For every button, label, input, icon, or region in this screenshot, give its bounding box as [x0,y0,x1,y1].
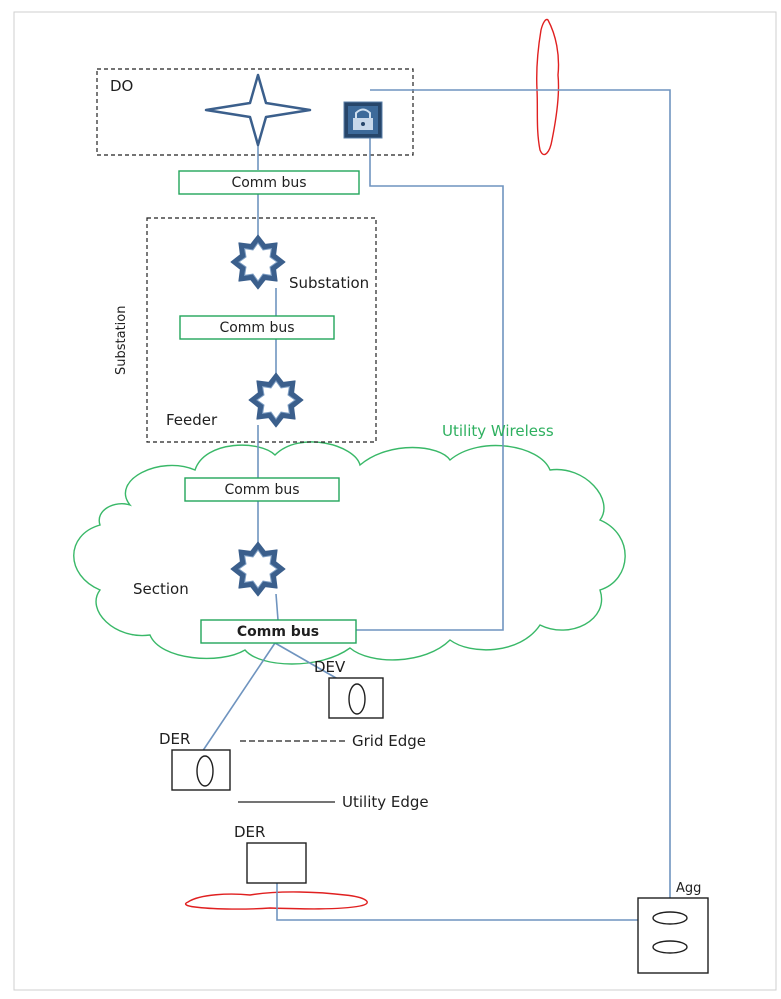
comm-bus-3-label: Comm bus [224,482,299,498]
comm-bus-1-label: Comm bus [231,175,306,191]
wire-bus4-der1 [199,642,276,756]
der-2-label: DER [234,823,265,841]
substation-group-box [146,217,377,443]
substation-node-label: Substation [289,274,369,292]
agg-box [637,897,709,974]
utility-wireless-label: Utility Wireless [442,422,554,440]
substation-star-inner [238,242,278,282]
comm-bus-1: Comm bus [178,170,360,195]
wire-lock-bus4 [356,138,504,631]
substation-group-label: Substation [114,306,129,375]
page-frame [13,11,777,991]
der-1-label: DER [159,730,190,748]
der-2-box [246,842,307,884]
feeder-star-inner [256,380,296,420]
comm-bus-2-label: Comm bus [219,320,294,336]
utility-edge-label: Utility Edge [342,793,429,811]
der-1-meter-icon [196,755,214,787]
wire-section-bus4 [275,593,279,621]
wire-der2-agg [276,882,640,921]
node-stars [230,234,304,597]
comm-bus-2: Comm bus [179,315,335,340]
section-label: Section [133,580,189,598]
agg-meter-1-icon [652,911,688,925]
dev-meter-icon [348,683,366,715]
security-lock-icon [343,101,383,139]
grid-edge-label: Grid Edge [352,732,426,750]
comm-bus-4: Comm bus [200,619,357,644]
agg-label: Agg [676,881,701,896]
do-star-icon [204,73,312,147]
wires [199,89,671,921]
comm-bus-4-label: Comm bus [237,624,319,640]
feeder-label: Feeder [166,411,218,429]
section-star-inner [238,549,278,589]
comm-bus-3: Comm bus [184,477,340,502]
do-label: DO [110,77,133,95]
do-box [96,68,414,156]
dev-label: DEV [314,658,346,676]
red-cloud-top [536,18,560,156]
wire-lock-agg [370,89,671,900]
agg-meter-2-icon [652,940,688,954]
